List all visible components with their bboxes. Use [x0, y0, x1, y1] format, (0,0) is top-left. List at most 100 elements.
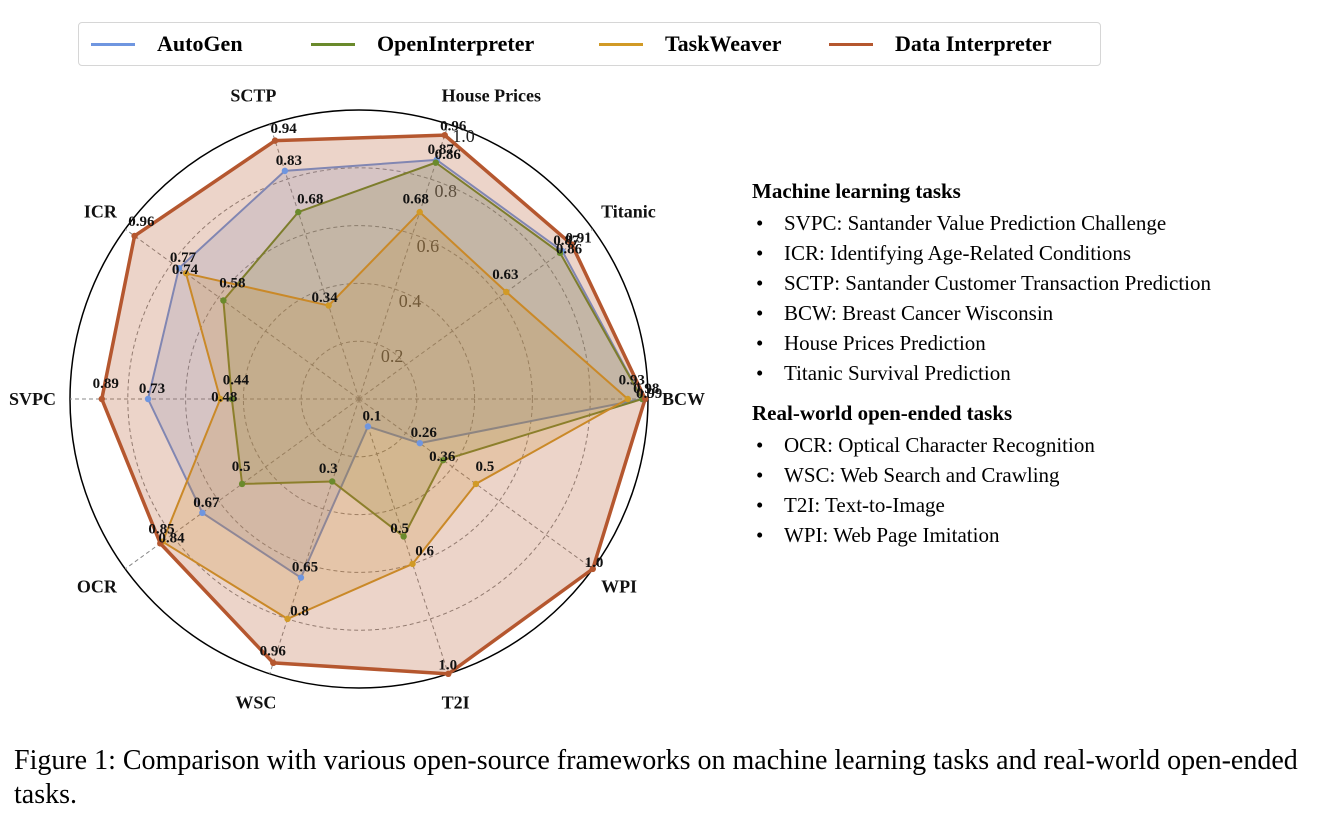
data-point-data-interpreter — [157, 540, 164, 547]
data-label: 0.93 — [619, 373, 645, 389]
data-label: 0.73 — [139, 381, 165, 397]
spoke-t2i — [358, 398, 449, 675]
data-label: 0.8 — [290, 603, 309, 619]
axis-label-sctp: SCTP — [230, 86, 276, 106]
data-label: 0.36 — [429, 449, 456, 465]
ml-tasks-title: Machine learning tasks — [752, 179, 961, 203]
data-label: 0.6 — [415, 543, 434, 559]
legend-line-taskweaver — [599, 42, 643, 46]
list-item: SVPC: Santander Value Prediction Challen… — [752, 208, 1312, 238]
data-point-openinterpreter — [556, 249, 564, 257]
data-point-data-interpreter — [445, 670, 452, 678]
data-point-autogen — [199, 509, 206, 517]
task-descriptions: Machine learning tasks SVPC: Santander V… — [752, 178, 1312, 550]
legend-line-openinterpreter — [311, 42, 355, 46]
spoke-wsc — [269, 398, 360, 675]
data-label: 0.86 — [556, 242, 583, 258]
data-point-autogen — [416, 439, 423, 447]
list-item: T2I: Text-to-Image — [752, 490, 1312, 520]
data-label: 0.96 — [260, 643, 287, 659]
radial-tick-label: 1.0 — [452, 126, 475, 146]
data-point-openinterpreter — [295, 208, 302, 216]
figure-caption: Figure 1: Comparison with various open-s… — [14, 745, 1298, 810]
data-label: 1.0 — [585, 555, 604, 571]
axis-label-titanic: Titanic — [601, 201, 656, 221]
data-label: 0.96 — [128, 214, 155, 230]
data-point-taskweaver — [503, 288, 510, 296]
data-point-taskweaver — [325, 302, 332, 309]
data-point-taskweaver — [284, 615, 291, 623]
list-item: Titanic Survival Prediction — [752, 358, 1312, 388]
data-label: 0.34 — [312, 290, 339, 306]
data-label: 0.63 — [492, 267, 518, 283]
axis-label-wpi: WPI — [601, 577, 637, 597]
series-area-data-interpreter — [100, 133, 647, 676]
data-label: 0.68 — [403, 192, 429, 208]
legend-label-openinterpreter: OpenInterpreter — [377, 31, 535, 56]
radial-tick-label: 0.6 — [417, 236, 440, 256]
data-label: 0.87 — [553, 233, 580, 249]
data-label: 0.94 — [270, 121, 297, 137]
data-label: 0.99 — [636, 386, 662, 402]
legend-item-data-interpreter: Data Interpreter — [829, 23, 1052, 65]
radial-tick-label: 0.8 — [434, 181, 457, 201]
data-label: 0.84 — [158, 530, 185, 546]
list-item: WPI: Web Page Imitation — [752, 520, 1312, 550]
data-label: 0.86 — [435, 147, 462, 163]
data-point-autogen — [144, 395, 152, 403]
data-point-openinterpreter — [220, 297, 227, 304]
data-point-data-interpreter — [98, 395, 105, 403]
data-label: 1.0 — [438, 657, 457, 673]
data-point-data-interpreter — [270, 659, 277, 667]
data-point-taskweaver — [624, 395, 631, 403]
ml-task-list: SVPC: Santander Value Prediction Challen… — [752, 208, 1312, 388]
axis-label-t2i: T2I — [442, 692, 470, 712]
data-label: 0.67 — [193, 495, 220, 511]
spoke-icr — [124, 228, 360, 400]
list-item: SCTP: Santander Customer Transaction Pre… — [752, 268, 1312, 298]
data-point-data-interpreter — [271, 137, 279, 144]
axis-label-bcw: BCW — [662, 389, 705, 409]
data-point-taskweaver — [409, 560, 416, 568]
list-item: ICR: Identifying Age-Related Conditions — [752, 238, 1312, 268]
spoke-wpi — [358, 398, 594, 570]
data-point-data-interpreter — [131, 232, 138, 240]
data-point-openinterpreter — [329, 478, 336, 485]
legend-item-autogen: AutoGen — [91, 23, 243, 65]
real-world-task-list: OCR: Optical Character Recognition WSC: … — [752, 430, 1312, 550]
data-point-data-interpreter — [589, 565, 597, 573]
legend-line-data-interpreter — [829, 42, 873, 46]
data-point-openinterpreter — [238, 480, 246, 488]
spoke-titanic — [358, 228, 594, 400]
radial-tick-label: 0.4 — [399, 291, 422, 311]
axis-label-ocr: OCR — [77, 577, 118, 597]
legend-label-data-interpreter: Data Interpreter — [895, 31, 1052, 56]
legend-item-taskweaver: TaskWeaver — [599, 23, 782, 65]
data-point-autogen — [297, 574, 305, 581]
data-label: 0.89 — [93, 376, 119, 392]
list-item: House Prices Prediction — [752, 328, 1312, 358]
data-label: 0.58 — [219, 276, 245, 292]
data-point-openinterpreter — [228, 395, 236, 403]
data-label: 0.48 — [211, 389, 237, 405]
grid-circle — [185, 225, 533, 573]
data-label: 0.98 — [633, 381, 659, 397]
data-label: 0.96 — [440, 119, 467, 135]
data-label: 0.1 — [363, 408, 382, 424]
data-label: 0.91 — [565, 230, 591, 246]
data-point-autogen — [364, 423, 372, 430]
data-label: 0.44 — [223, 373, 250, 389]
data-point-data-interpreter — [441, 131, 448, 139]
real-world-tasks-title: Real-world open-ended tasks — [752, 401, 1013, 425]
spoke-house-prices — [358, 123, 449, 400]
data-point-autogen — [281, 167, 289, 175]
data-point-autogen — [175, 265, 183, 272]
data-point-taskweaver — [416, 208, 423, 216]
data-point-taskweaver — [182, 270, 190, 277]
legend-label-taskweaver: TaskWeaver — [665, 31, 782, 56]
data-point-taskweaver — [472, 480, 480, 488]
data-label: 0.65 — [292, 560, 318, 576]
data-label: 0.5 — [390, 521, 409, 537]
data-label: 0.87 — [428, 142, 455, 158]
data-label: 0.85 — [148, 522, 174, 538]
